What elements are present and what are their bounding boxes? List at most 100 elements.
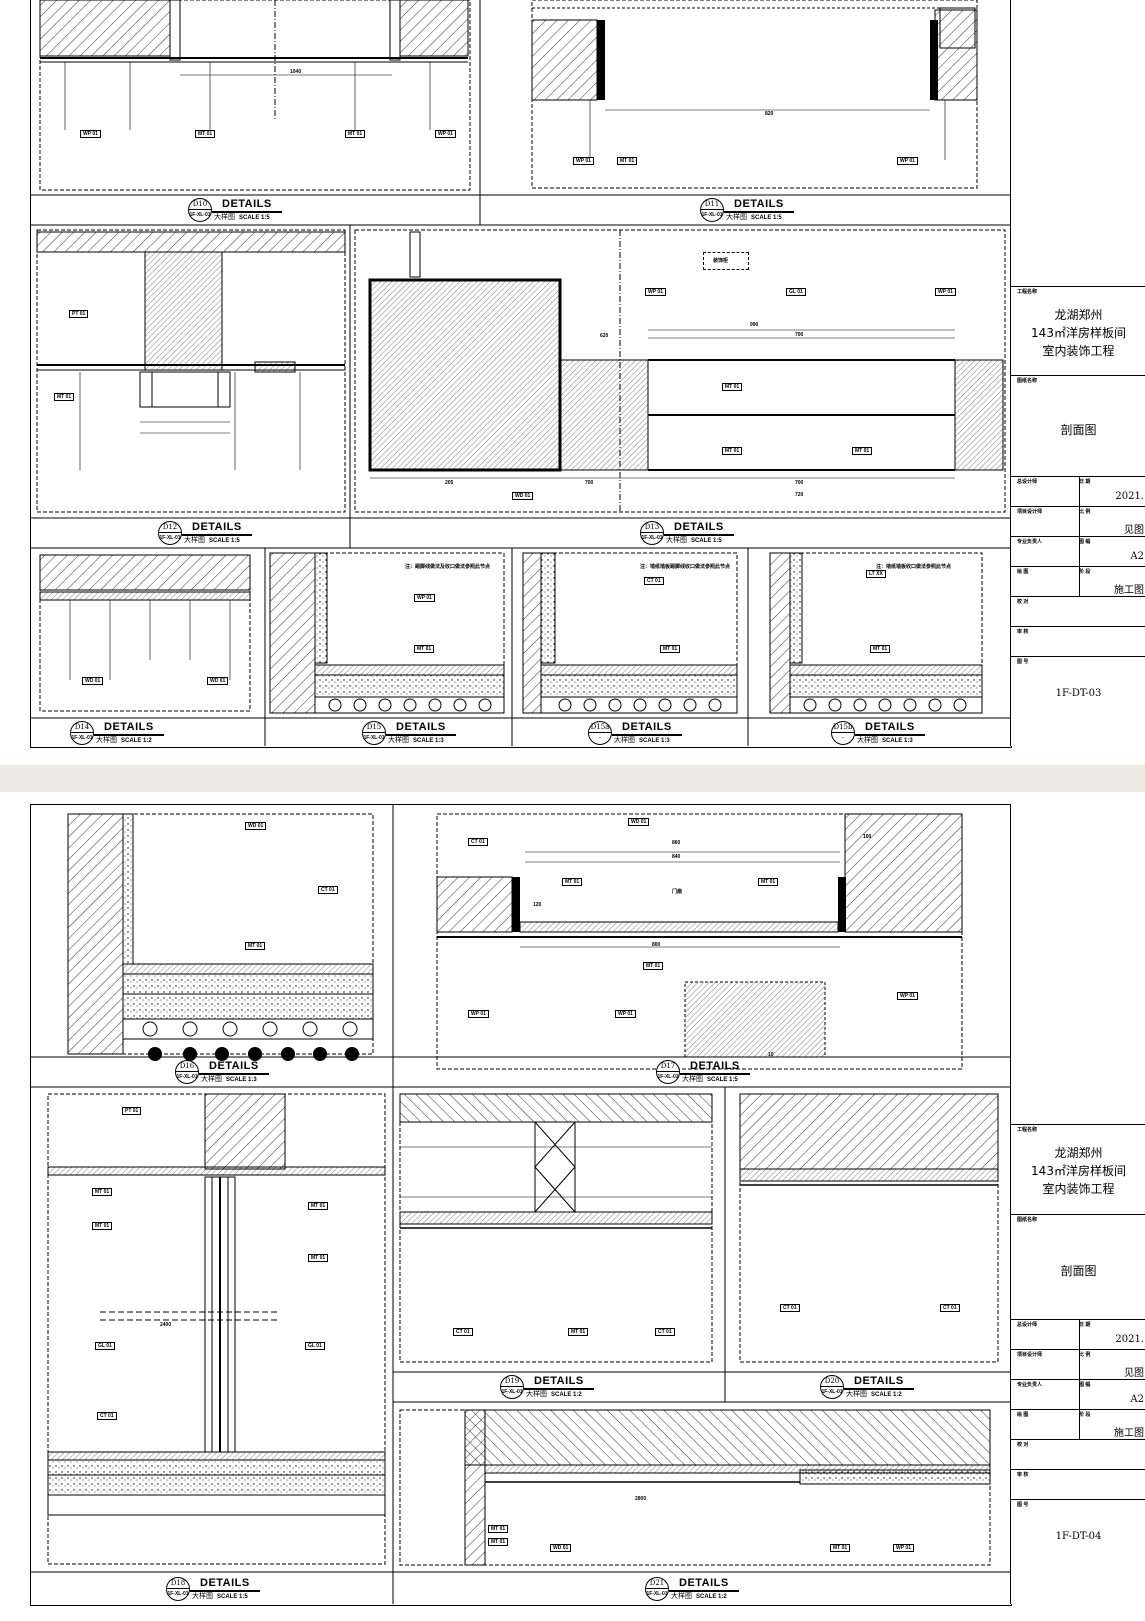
dim-d13-f: 700 — [585, 480, 594, 486]
field-value: A2 — [1130, 1394, 1144, 1405]
dim-d13-d: 720 — [795, 492, 804, 498]
material-tag: MT 01 — [245, 942, 266, 950]
field-label: 比 例 — [1079, 509, 1091, 515]
material-tag: LT XX — [866, 570, 886, 578]
field-label: 校 对 — [1017, 1442, 1029, 1448]
material-tag: WD 01 — [550, 1544, 572, 1552]
material-tag: CT 01 — [453, 1328, 473, 1336]
material-tag: WD 01 — [207, 677, 229, 685]
material-tag: CT 01 — [97, 1412, 117, 1420]
field-label: 绘 图 — [1017, 1412, 1029, 1418]
material-tag: WP 01 — [468, 1010, 489, 1018]
dim-d21: 2800 — [635, 1496, 647, 1502]
dim-d17-e: 120 — [533, 902, 542, 908]
field-value: 2021. — [1115, 491, 1144, 502]
title-block: 工程名称 龙湖郑州 143㎡洋房样板间 室内装饰工程 图纸名称 剖面图 总设计师… — [1010, 804, 1145, 1604]
field-value: 见图 — [1124, 525, 1144, 536]
material-tag: WD 01 — [82, 677, 104, 685]
material-tag: CT 01 — [468, 838, 488, 846]
d13-tag: 装饰柜 — [713, 258, 729, 264]
field-value: 施工图 — [1114, 585, 1144, 596]
material-tag: MT 01 — [92, 1222, 113, 1230]
material-tag: CT 01 — [644, 577, 664, 585]
dim-d10: 1040 — [290, 69, 302, 75]
material-tag: WD 01 — [245, 822, 267, 830]
field-label: 校 对 — [1017, 599, 1029, 605]
title-block: 工程名称 龙湖郑州 143㎡洋房样板间 室内装饰工程 图纸名称 剖面图 总设计师… — [1010, 0, 1145, 746]
drawing-number: 1F-DT-04 — [1055, 1531, 1102, 1542]
project-label: 工程名称 — [1017, 1127, 1038, 1133]
project-line: 室内装饰工程 — [1042, 1182, 1115, 1196]
project-line: 龙湖郑州 — [1054, 1146, 1103, 1160]
material-tag: GL 01 — [95, 1342, 115, 1350]
material-tag: WD 01 — [512, 492, 534, 500]
material-tag: MT 01 — [660, 645, 681, 653]
dim-d17-c: 800 — [652, 942, 661, 948]
material-tag: CT 01 — [655, 1328, 675, 1336]
material-tag: WP 01 — [935, 288, 956, 296]
field-label: 图 号 — [1017, 659, 1029, 665]
material-tag: WP 01 — [645, 288, 666, 296]
material-tag: PT 01 — [69, 310, 89, 318]
material-tag: PT 01 — [122, 1107, 142, 1115]
dim-d13-b: 700 — [795, 332, 804, 338]
field-value: 见图 — [1124, 1368, 1144, 1379]
field-value: 2021. — [1115, 1334, 1144, 1345]
sheet2-linework — [30, 804, 1010, 1604]
dim-d17-b: 840 — [672, 854, 681, 860]
field-label: 阶 段 — [1079, 569, 1091, 575]
material-tag: MT 01 — [617, 157, 638, 165]
material-tag: CT 01 — [318, 886, 338, 894]
drawing-sheet-2: 860 840 800 100 120 10 门扇 2400 2800 WD 0… — [0, 792, 1145, 1621]
field-label: 项目设计师 — [1017, 509, 1043, 515]
material-tag: MT 01 — [345, 130, 366, 138]
field-label: 绘 图 — [1017, 569, 1029, 575]
material-tag: CT 01 — [940, 1304, 960, 1312]
dim-d13-a: 990 — [750, 322, 759, 328]
material-tag: WP 01 — [897, 157, 918, 165]
field-label: 专业负责人 — [1017, 539, 1043, 545]
project-line: 室内装饰工程 — [1042, 344, 1115, 358]
material-tag: WP 01 — [435, 130, 456, 138]
d15a-note: 注：墙纸墙板踢脚线收口做法参照此节点 — [640, 564, 731, 570]
project-line: 143㎡洋房样板间 — [1031, 1164, 1126, 1178]
material-tag: MT 01 — [488, 1538, 509, 1546]
material-tag: WP 01 — [414, 594, 435, 602]
d17-door-label: 门扇 — [672, 889, 683, 895]
field-label: 总设计师 — [1017, 1322, 1038, 1328]
material-tag: MT 01 — [722, 383, 743, 391]
dim-d17-d: 100 — [863, 834, 872, 840]
field-value: 施工图 — [1114, 1428, 1144, 1439]
dim-d18: 2400 — [160, 1322, 172, 1328]
material-tag: MT 01 — [54, 393, 75, 401]
material-tag: MT 01 — [568, 1328, 589, 1336]
material-tag: MT 01 — [870, 645, 891, 653]
material-tag: GL 01 — [786, 288, 806, 296]
sheet1-linework — [30, 0, 1010, 746]
drawing-name-label: 图纸名称 — [1017, 378, 1038, 384]
field-label: 比 例 — [1079, 1352, 1091, 1358]
dim-d13-c: 700 — [795, 480, 804, 486]
material-tag: MT 01 — [195, 130, 216, 138]
material-tag: WD 01 — [628, 818, 650, 826]
drawing-name: 剖面图 — [1060, 1264, 1097, 1278]
material-tag: MT 01 — [92, 1188, 113, 1196]
material-tag: MT 01 — [852, 447, 873, 455]
drawing-sheet-1: 1040 820 990 700 700 720 620 700 205 装饰柜… — [0, 0, 1145, 765]
field-label: 图 幅 — [1079, 1382, 1091, 1388]
field-label: 图 幅 — [1079, 539, 1091, 545]
material-tag: WP 01 — [615, 1010, 636, 1018]
field-label: 专业负责人 — [1017, 1382, 1043, 1388]
drawing-name: 剖面图 — [1060, 423, 1097, 437]
field-label: 阶 段 — [1079, 1412, 1091, 1418]
project-label: 工程名称 — [1017, 289, 1038, 295]
field-label: 项目设计师 — [1017, 1352, 1043, 1358]
material-tag: MT 01 — [562, 878, 583, 886]
dim-d17-a: 860 — [672, 840, 681, 846]
field-label: 总设计师 — [1017, 479, 1038, 485]
material-tag: WP 01 — [893, 1544, 914, 1552]
dim-d11: 820 — [765, 111, 774, 117]
material-tag: WP 01 — [80, 130, 101, 138]
dim-d13-e: 620 — [600, 333, 609, 339]
material-tag: WP 01 — [573, 157, 594, 165]
